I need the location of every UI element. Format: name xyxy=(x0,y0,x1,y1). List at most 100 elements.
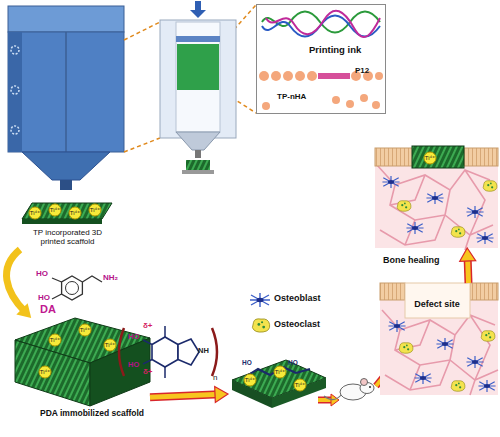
arrow-head xyxy=(16,303,31,318)
printer-body-part xyxy=(11,46,19,54)
ion-label: Ti⁴⁺ xyxy=(87,206,103,214)
polydopamine-unit-part xyxy=(212,328,217,376)
pda-scaffold-plate-part xyxy=(245,367,310,377)
scaffold-caption: TP incorporated 3D printed scaffold xyxy=(20,229,115,247)
pda-scaffold: HOHOTi⁴⁺Ti⁴⁺Ti⁴⁺ xyxy=(228,355,328,420)
defect-bone-panel xyxy=(380,283,498,395)
defect-label: Defect site xyxy=(402,299,472,309)
ink-components-part xyxy=(262,12,380,33)
polydopamine-unit-part xyxy=(178,339,199,365)
ion-label: Ti⁴⁺ xyxy=(102,341,118,349)
flow-arrow xyxy=(150,387,228,403)
defect-bone-panel-part xyxy=(478,380,495,392)
print-cartridge-part xyxy=(182,170,214,174)
printed-scaffold-plate-part xyxy=(22,203,112,219)
legend-icons-part xyxy=(252,319,269,332)
ion-label: Ti⁴⁺ xyxy=(77,326,93,334)
ink-components-part xyxy=(307,71,317,81)
legend-icons-part xyxy=(250,293,270,307)
arrow-head xyxy=(460,248,476,261)
ink-components-part xyxy=(375,72,383,80)
peptide-label: P12 xyxy=(355,67,385,76)
dopamine-molecule-part xyxy=(62,276,83,300)
defect-bone-panel-part xyxy=(470,283,498,300)
ion-label: Ti⁴⁺ xyxy=(422,154,438,162)
healed-bone-panel-part xyxy=(397,201,411,212)
ink-components-part xyxy=(271,71,281,81)
healed-bone-panel-part xyxy=(426,192,443,204)
arrow-shaft xyxy=(7,250,26,313)
arrow-shaft xyxy=(150,394,220,397)
printed-scaffold: TP incorporated 3D printed scaffold Ti⁴⁺ T… xyxy=(20,200,115,255)
healed-bone-panel-part xyxy=(406,222,423,234)
mouse-icon xyxy=(324,379,374,401)
print-cartridge-part xyxy=(177,44,219,90)
defect-bone-panel-part xyxy=(382,310,498,395)
healed-bone-panel-part xyxy=(451,227,465,238)
healed-panel: Ti⁴⁺ xyxy=(375,148,498,248)
healed-bone-panel-part xyxy=(466,206,483,218)
polydopamine-unit xyxy=(119,326,217,378)
mouse-icon-part xyxy=(324,394,342,400)
printer-body-part xyxy=(11,86,19,94)
charge-label: δ+ xyxy=(143,368,159,377)
ink-components-part xyxy=(332,96,340,104)
print-cartridge-part xyxy=(176,132,220,150)
ion-label: Ti⁴⁺ xyxy=(27,209,43,217)
ink-components-part xyxy=(372,101,380,109)
ink-components-part xyxy=(295,71,305,81)
printed-scaffold-plate-part xyxy=(22,219,102,224)
ink-components-part xyxy=(360,94,368,102)
defect-bone-panel-part xyxy=(380,283,405,300)
amine-label: NH xyxy=(198,347,216,355)
hydroxyl-label: HO xyxy=(38,294,58,303)
defect-bone-panel-part xyxy=(436,338,453,350)
print-cartridge-part xyxy=(190,10,206,18)
pda-cube xyxy=(15,318,150,406)
print-cartridge-part xyxy=(195,150,201,158)
hydroxyl-label: HO xyxy=(242,359,258,367)
ink-components-part xyxy=(346,100,354,108)
print-cartridge-part xyxy=(195,1,201,10)
ink-components-part xyxy=(283,71,293,81)
print-cartridge xyxy=(160,1,236,174)
print-cartridge-part xyxy=(186,160,210,170)
arrow-outline xyxy=(464,256,473,283)
dashed-zoom-lines-part xyxy=(124,22,160,40)
defect-bone-panel-part xyxy=(414,372,431,384)
legend-text: Osteoblast xyxy=(274,293,344,303)
defect-bone-panel-part xyxy=(388,320,405,332)
printer-body-part xyxy=(22,152,110,180)
particle-label: TP-nHA xyxy=(277,93,337,102)
dopamine-molecule-part xyxy=(66,282,79,295)
pda-scaffold-plate xyxy=(232,360,326,408)
healed-bone-panel-part xyxy=(412,146,464,168)
pda-coated-cube: Ti⁴⁺Ti⁴⁺Ti⁴⁺Ti⁴⁺HOHOδ+δ+NHn xyxy=(15,318,150,406)
ink-components-part xyxy=(318,73,350,79)
ink-components-part xyxy=(259,71,269,81)
printer-body-part xyxy=(60,180,72,190)
implant-arrows-part xyxy=(318,397,332,404)
print-cartridge-part xyxy=(176,22,220,132)
pda-cube-part xyxy=(15,340,90,406)
dashed-zoom-lines xyxy=(124,5,256,152)
edge-label: Bone healing xyxy=(383,255,463,265)
amine-label: NH₂ xyxy=(103,274,127,283)
defect-panel: Defect site xyxy=(380,283,498,395)
healed-bone-panel-part xyxy=(476,232,493,244)
ion-label: Ti⁴⁺ xyxy=(47,206,63,214)
printer-body-part xyxy=(8,6,124,32)
legend-icons xyxy=(250,293,270,332)
hydroxyl-label: HO xyxy=(128,333,146,341)
mouse-icon-part xyxy=(361,379,368,386)
edge-label: PDA immobilized scaffold xyxy=(40,409,180,419)
arrow-outline xyxy=(150,394,220,397)
flow-arrow xyxy=(7,250,32,319)
polydopamine-unit-part xyxy=(152,337,178,367)
printer-body-part xyxy=(8,32,124,152)
print-cartridge-part xyxy=(160,20,236,138)
defect-bone-panel-part xyxy=(399,343,413,354)
ion-label: Ti⁴⁺ xyxy=(67,209,83,217)
flow-arrow xyxy=(460,248,476,283)
